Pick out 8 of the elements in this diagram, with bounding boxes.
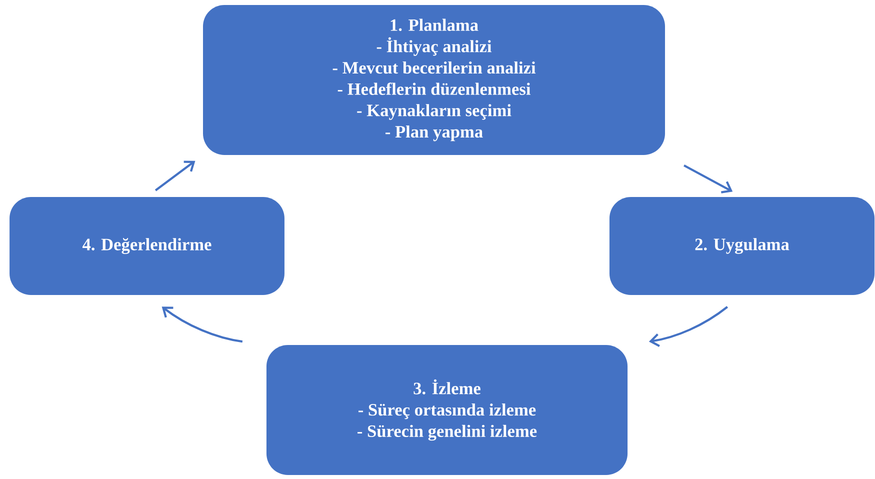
process-box: 3. İzleme - Süreç ortasında izleme - Sürecin genelini izleme: [266, 345, 628, 475]
arrow: [684, 164, 733, 194]
arrow: [154, 160, 196, 192]
arrow: [162, 306, 243, 343]
process-box: 4. Değerlendirme: [10, 197, 284, 295]
process-box: 2. Uygulama: [609, 197, 875, 295]
arrow: [648, 306, 728, 348]
process-box: 1. Planlama - İhtiyaç analizi - Mevcut becerilerin analizi - Hedeflerin düzenlenmesi - Kaynakların seçimi - Plan yapma: [203, 5, 665, 155]
